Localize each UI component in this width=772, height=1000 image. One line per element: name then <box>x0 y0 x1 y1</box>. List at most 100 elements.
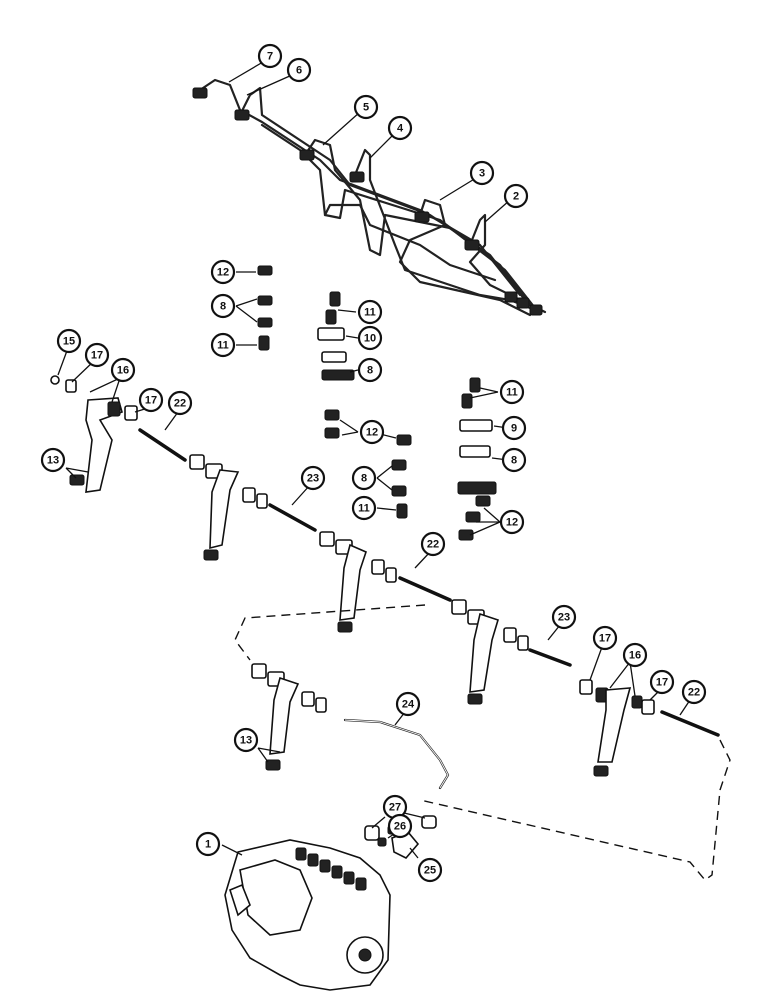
callout-circle <box>503 183 529 209</box>
callout-number: 13 <box>47 455 59 467</box>
callout-number: 1 <box>205 839 211 851</box>
callout-number: 23 <box>307 473 319 485</box>
injector-rail <box>50 347 731 881</box>
callout-circle <box>257 43 283 69</box>
callout-number: 22 <box>427 539 439 551</box>
callout-circle <box>357 299 383 325</box>
callout-number: 9 <box>511 423 517 435</box>
callout-13: 13 <box>40 447 66 473</box>
callout-1: 1 <box>195 831 221 857</box>
callout-number: 16 <box>117 365 129 377</box>
callout-number: 17 <box>656 677 668 689</box>
callout-number: 16 <box>629 650 641 662</box>
callout-circle <box>501 415 527 441</box>
callout-number: 26 <box>394 821 406 833</box>
callout-16: 16 <box>622 642 648 668</box>
callout-6: 6 <box>286 57 312 83</box>
callout-circle <box>387 813 413 839</box>
callout-22: 22 <box>167 390 193 416</box>
callout-16: 16 <box>110 357 136 383</box>
callout-number: 6 <box>296 65 302 77</box>
callout-circle <box>351 495 377 521</box>
callout-9: 9 <box>501 415 527 441</box>
callout-7: 7 <box>257 43 283 69</box>
injection-line-bundle <box>192 61 547 317</box>
callout-12: 12 <box>359 419 385 445</box>
injector-6 <box>251 663 327 771</box>
callout-number: 12 <box>217 267 229 279</box>
callout-circle <box>138 387 164 413</box>
callout-circle <box>56 328 82 354</box>
callout-26: 26 <box>387 813 413 839</box>
callout-number: 2 <box>513 191 519 203</box>
callout-circle <box>40 447 66 473</box>
callout-number: 8 <box>511 455 517 467</box>
callout-4: 4 <box>387 115 413 141</box>
callout-17: 17 <box>84 342 110 368</box>
callout-23: 23 <box>551 604 577 630</box>
callout-22: 22 <box>420 531 446 557</box>
callout-circle <box>210 332 236 358</box>
callout-24: 24 <box>395 691 421 717</box>
callout-circle <box>353 94 379 120</box>
callout-number: 17 <box>91 350 103 362</box>
callout-number: 10 <box>364 333 376 345</box>
clamp-set-center <box>317 291 412 519</box>
callout-15: 15 <box>56 328 82 354</box>
callout-5: 5 <box>353 94 379 120</box>
callout-number: 23 <box>558 612 570 624</box>
callout-circle <box>592 625 618 651</box>
callout-number: 15 <box>63 336 75 348</box>
callout-number: 3 <box>479 168 485 180</box>
callout-11: 11 <box>351 495 377 521</box>
callout-circle <box>499 509 525 535</box>
callout-number: 11 <box>217 340 229 352</box>
pump-outlets <box>295 847 367 891</box>
callout-number: 13 <box>240 735 252 747</box>
callout-circle <box>417 857 443 883</box>
callout-number: 8 <box>220 301 226 313</box>
callout-number: 24 <box>402 699 415 711</box>
callout-22: 22 <box>681 679 707 705</box>
callout-number: 11 <box>364 307 376 319</box>
callout-circle <box>387 115 413 141</box>
callout-number: 4 <box>397 123 404 135</box>
callout-circle <box>681 679 707 705</box>
clamp-set-left <box>235 265 273 351</box>
callout-circle <box>551 604 577 630</box>
callout-11: 11 <box>499 379 525 405</box>
callout-number: 5 <box>363 102 369 114</box>
callout-circle <box>167 390 193 416</box>
callout-8: 8 <box>210 293 236 319</box>
injector-2 <box>189 454 268 561</box>
callout-25: 25 <box>417 857 443 883</box>
clamp-set-right <box>457 377 509 541</box>
callout-17: 17 <box>649 669 675 695</box>
callout-circle <box>499 379 525 405</box>
callout-10: 10 <box>357 325 383 351</box>
callout-circle <box>286 57 312 83</box>
callout-number: 12 <box>366 427 378 439</box>
injector-3 <box>319 531 397 633</box>
callout-23: 23 <box>300 465 326 491</box>
callout-circle <box>210 259 236 285</box>
callout-8: 8 <box>351 465 377 491</box>
callout-circle <box>351 465 377 491</box>
callout-circle <box>210 293 236 319</box>
callout-3: 3 <box>469 160 495 186</box>
callout-13: 13 <box>233 727 259 753</box>
callout-number: 17 <box>599 633 611 645</box>
callout-circle <box>622 642 648 668</box>
callout-circle <box>359 419 385 445</box>
callout-number: 8 <box>367 365 373 377</box>
callout-11: 11 <box>357 299 383 325</box>
callout-number: 22 <box>174 398 186 410</box>
callout-circle <box>649 669 675 695</box>
callout-11: 11 <box>210 332 236 358</box>
callout-circle <box>395 691 421 717</box>
callout-circle <box>110 357 136 383</box>
callout-circle <box>233 727 259 753</box>
callout-circle <box>469 160 495 186</box>
callout-circle <box>501 447 527 473</box>
